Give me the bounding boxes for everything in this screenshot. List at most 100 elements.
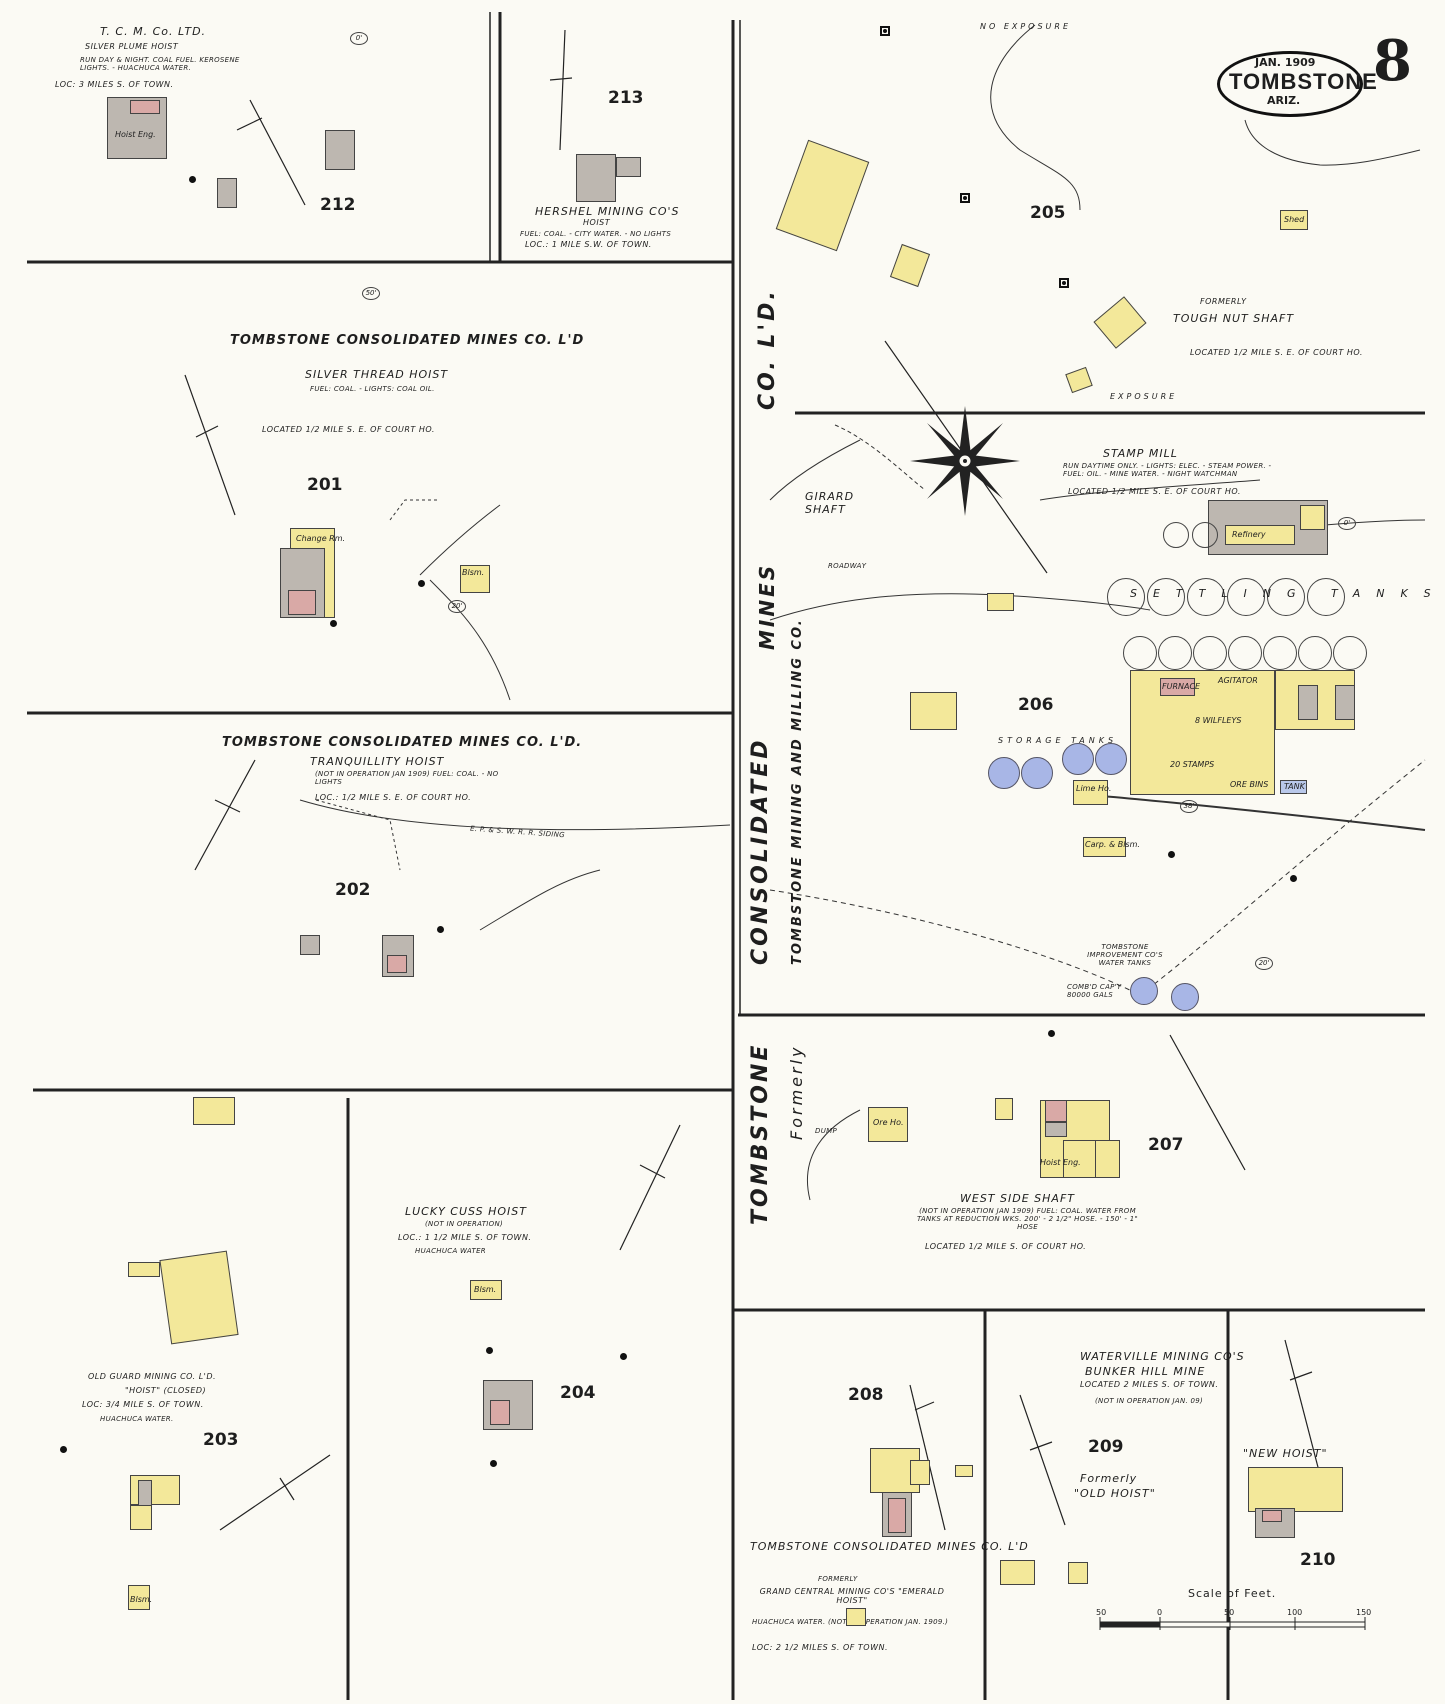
vertical-label-co-ld: CO. L'D.: [755, 288, 780, 410]
building: [1225, 525, 1295, 545]
b208-formerly: FORMERLY: [818, 1575, 858, 1583]
b202-notes: (NOT IN OPERATION JAN 1909) FUEL: COAL. …: [315, 770, 499, 786]
b203-location: LOC: 3/4 MILE S. OF TOWN.: [82, 1400, 204, 1409]
map-city: TOMBSTONE: [1229, 69, 1378, 94]
scale-tick: 0: [1157, 1608, 1163, 1617]
building: [1095, 1140, 1120, 1178]
b212-number: 212: [320, 195, 356, 215]
building: [1068, 1562, 1088, 1584]
b212-subtitle: SILVER PLUME HOIST: [85, 42, 179, 51]
b204-location: LOC.: 1 1/2 MILE S. OF TOWN.: [398, 1233, 532, 1242]
b207-dump: DUMP: [815, 1127, 837, 1135]
label: Ore Ho.: [873, 1118, 904, 1127]
b210-notes: (NOT IN OPERATION JAN. 09): [1095, 1397, 1204, 1405]
b207-title: WEST SIDE SHAFT: [960, 1192, 1075, 1205]
b205-exposure-top: NO EXPOSURE: [980, 22, 1072, 31]
label: 8 WILFLEYS: [1195, 716, 1242, 725]
lot-badge: 20': [448, 600, 466, 613]
b213-location: LOC.: 1 MILE S.W. OF TOWN.: [525, 240, 652, 249]
settling-tank: [1158, 636, 1192, 670]
b206-notes: RUN DAYTIME ONLY. - LIGHTS: ELEC. - STEA…: [1063, 462, 1272, 478]
building: [325, 130, 355, 170]
b203-title: OLD GUARD MINING CO. L'D.: [88, 1372, 217, 1381]
scale-label: Scale of Feet.: [1188, 1587, 1277, 1600]
map-state: ARIZ.: [1267, 94, 1301, 107]
b210-location: LOCATED 2 MILES S. OF TOWN.: [1080, 1380, 1219, 1389]
tank: [1163, 522, 1189, 548]
building: [1000, 1560, 1035, 1585]
b206-storage-tanks: STORAGE TANKS: [998, 736, 1118, 745]
building: [1300, 505, 1325, 530]
b201-notes: FUEL: COAL. - LIGHTS: COAL OIL.: [310, 385, 435, 393]
building: [470, 1280, 502, 1300]
building: [1130, 670, 1275, 795]
scale-tick: 50: [1224, 1608, 1235, 1617]
b213-title: HERSHEL MINING CO'S: [535, 205, 680, 218]
label: Hoist Eng.: [1040, 1158, 1081, 1167]
building: [128, 1585, 150, 1610]
water-tank: [1130, 977, 1158, 1005]
b212-notes: RUN DAY & NIGHT. COAL FUEL. KEROSENE LIG…: [80, 56, 240, 72]
b201-title: TOMBSTONE CONSOLIDATED MINES CO. L'D: [230, 333, 585, 348]
b209-formerly: Formerly: [1080, 1472, 1138, 1485]
b210-subtitle: BUNKER HILL MINE: [1085, 1365, 1206, 1378]
building: [1083, 837, 1126, 857]
hydrant-icon: [620, 1353, 627, 1360]
building: [1335, 685, 1355, 720]
water-tank: [1171, 983, 1199, 1011]
building: [888, 1498, 906, 1533]
b202-title: TOMBSTONE CONSOLIDATED MINES CO. L'D.: [222, 735, 583, 750]
settling-tank: [1333, 636, 1367, 670]
b204-title: LUCKY CUSS HOIST: [405, 1205, 527, 1218]
vertical-label-consolidated: CONSOLIDATED: [748, 737, 773, 966]
storage-tank: [1095, 743, 1127, 775]
b205-subtitle: TOUGH NUT SHAFT: [1173, 312, 1295, 325]
settling-tank: [1123, 636, 1157, 670]
building: [1248, 1467, 1343, 1512]
label: Blsm.: [462, 568, 485, 577]
b206-roadway: ROADWAY: [828, 562, 867, 570]
hydrant-icon: [1048, 1030, 1055, 1037]
b204-subtitle: (NOT IN OPERATION): [425, 1220, 504, 1228]
building: [1298, 685, 1318, 720]
map-date: JAN. 1909: [1255, 56, 1316, 69]
b205-exposure-bottom: EXPOSURE: [1110, 392, 1178, 401]
b206-settling-tanks: SETTLING TANKS: [1130, 587, 1445, 600]
b206-capacity: COMB'D CAP'Y 80000 GALS: [1067, 983, 1122, 999]
building: [910, 692, 957, 730]
label: AGITATOR: [1218, 676, 1258, 685]
vertical-label-mines: MINES: [755, 562, 779, 650]
settling-tank: [1107, 578, 1145, 616]
hydrant-icon: [490, 1460, 497, 1467]
hydrant-icon: [486, 1347, 493, 1354]
hydrant-icon: [437, 926, 444, 933]
building: [288, 590, 316, 615]
label: TANK: [1284, 782, 1305, 791]
b205-number: 205: [1030, 203, 1066, 223]
b206-location: LOCATED 1/2 MILE S. E. OF COURT HO.: [1068, 487, 1241, 496]
b210-number: 210: [1300, 1550, 1336, 1570]
building: [910, 1460, 930, 1485]
compass-rose-icon: [884, 340, 1048, 574]
lot-badge: 50': [362, 287, 380, 300]
label: Carp. & Blsm.: [1085, 840, 1140, 849]
label: Change Rm.: [296, 534, 346, 543]
hydrant-icon: [1290, 875, 1297, 882]
b208-title: TOMBSTONE CONSOLIDATED MINES CO. L'D: [750, 1540, 1029, 1553]
building: [490, 1400, 510, 1425]
scale-tick: 150: [1356, 1608, 1372, 1617]
b205-title: FORMERLY: [1200, 297, 1247, 306]
b213-number: 213: [608, 88, 644, 108]
b204-notes: HUACHUCA WATER: [415, 1247, 486, 1255]
title-cartouche: [1217, 51, 1363, 117]
label: Lime Ho.: [1076, 784, 1112, 793]
building: [846, 1608, 866, 1626]
building: [868, 1107, 908, 1142]
label: ORE BINS: [1230, 780, 1269, 789]
b206-title: STAMP MILL: [1103, 447, 1178, 460]
settling-tank: [1228, 636, 1262, 670]
b203-number: 203: [203, 1430, 239, 1450]
b205-location: LOCATED 1/2 MILE S. E. OF COURT HO.: [1190, 348, 1363, 357]
settling-tank: [1227, 578, 1265, 616]
